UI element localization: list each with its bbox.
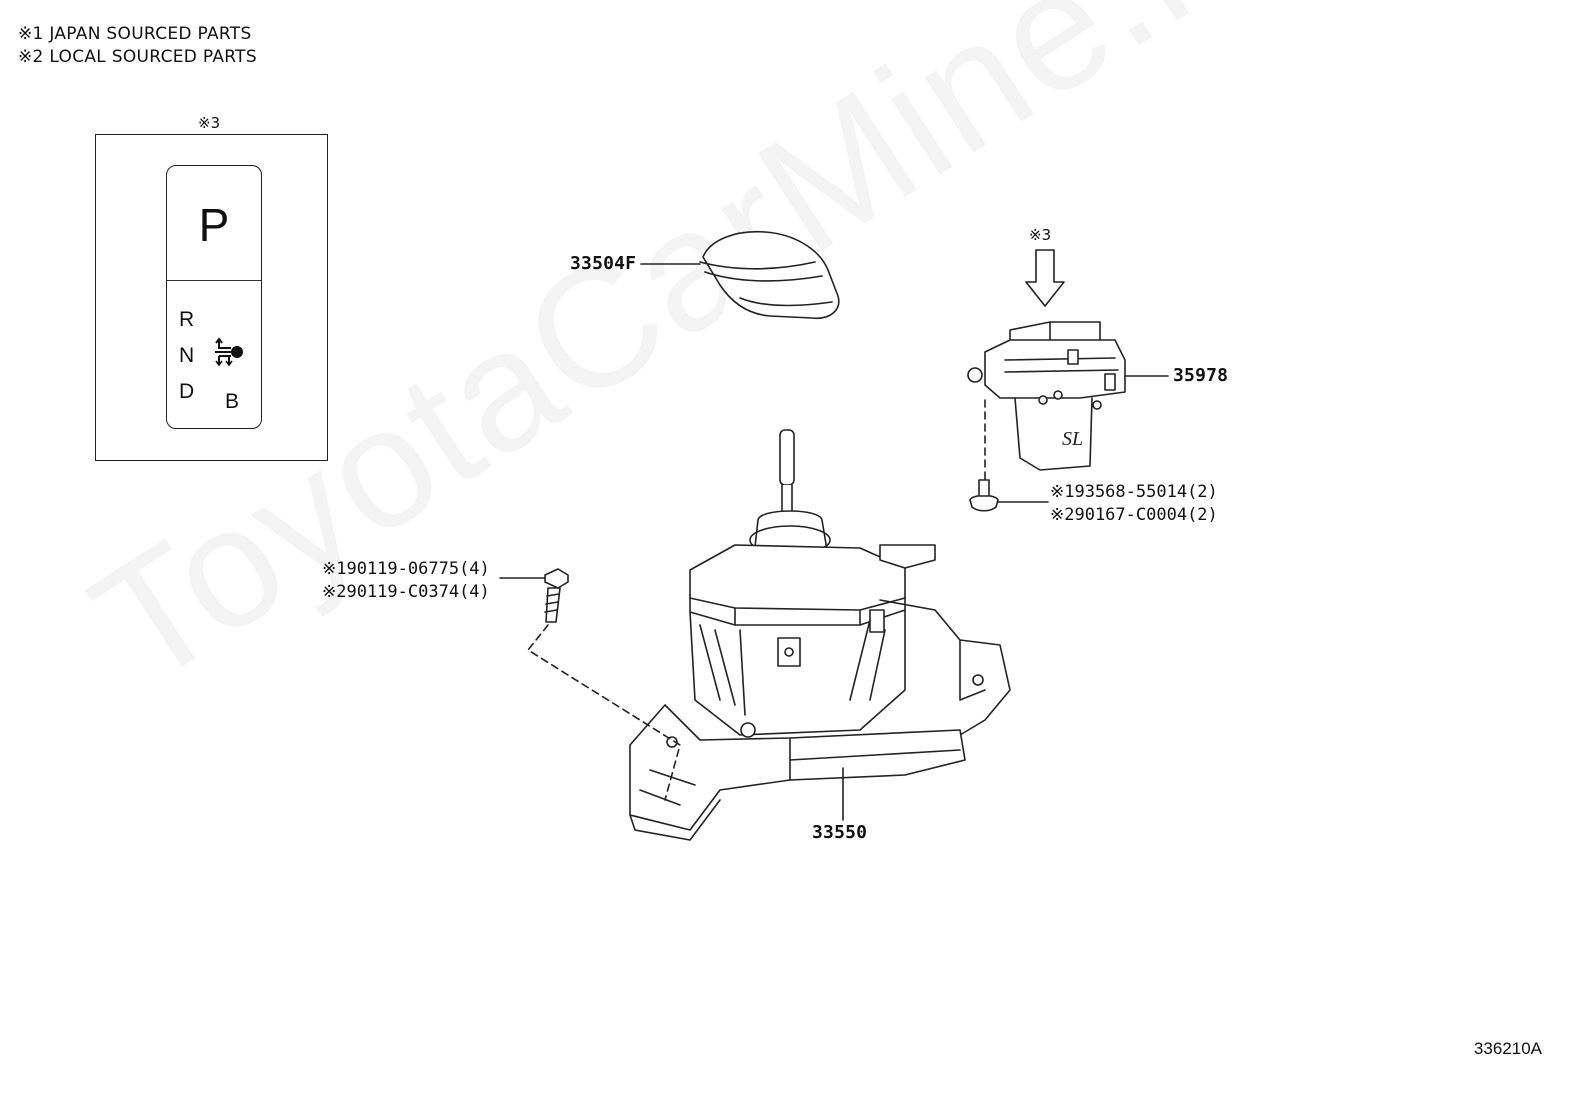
inset-box: P R N D B [95, 134, 328, 461]
switch-sl-marking: SL [1062, 428, 1083, 450]
knob-park-label: P [198, 199, 230, 251]
callout-bolt-local: ※290119-C0374(4) [322, 582, 490, 602]
knob-brake-label: B [225, 390, 240, 413]
knob-divider [167, 280, 261, 281]
knob-neutral-label: N [179, 344, 195, 367]
inset-note: ※3 [198, 114, 221, 132]
callout-35978: 35978 [1173, 365, 1229, 386]
callout-screw-japan: ※193568-55014(2) [1050, 482, 1218, 502]
switch-note: ※3 [1029, 226, 1052, 244]
switch-assembly-drawing [967, 321, 1126, 471]
callout-screw-local: ※290167-C0004(2) [1050, 505, 1218, 525]
legend-japan-sourced: ※1 JAPAN SOURCED PARTS [18, 24, 252, 44]
knob-face-panel: P R N D B [166, 165, 262, 429]
bolt-drawing [544, 568, 569, 623]
knob-reverse-label: R [179, 308, 195, 331]
callout-33504F: 33504F [570, 253, 637, 274]
callout-33550: 33550 [812, 822, 868, 843]
callout-bolt-japan: ※190119-06775(4) [322, 559, 490, 579]
screw-drawing [969, 479, 999, 512]
diagram-id: 336210A [1473, 1039, 1542, 1058]
shift-knob-drawing [699, 230, 840, 320]
legend-local-sourced: ※2 LOCAL SOURCED PARTS [18, 47, 257, 67]
knob-drive-label: D [179, 380, 195, 403]
shift-pattern-icon [215, 337, 243, 367]
shifter-assembly-drawing [629, 544, 1011, 841]
